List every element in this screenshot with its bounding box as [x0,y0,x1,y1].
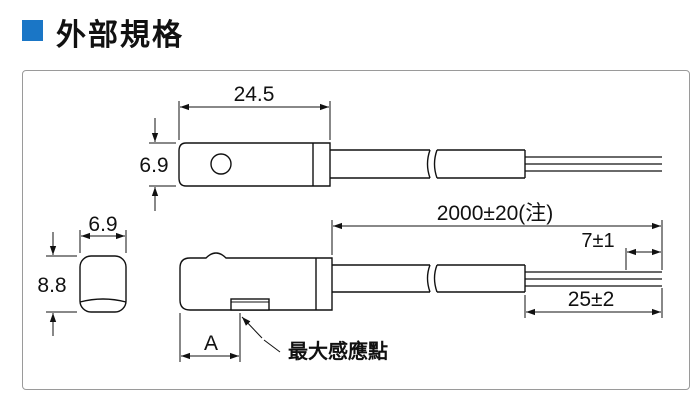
strip-length-label: 7±1 [581,230,614,252]
side-sensor-body [179,252,333,311]
top-wires [525,156,662,172]
end-body-bottom-line [79,298,127,303]
top-sensor-body [178,142,331,187]
side-view [179,220,663,362]
top-mount-hole [210,153,232,175]
top-length-label: 24.5 [234,83,275,106]
header-square-icon [22,20,43,41]
end-width-label: 6.9 [88,213,117,236]
drawing-frame [22,70,690,390]
cable-length-label: 2000±20(注) [437,202,554,225]
top-cable-right [437,149,526,179]
end-view [46,230,127,336]
section-title: 外部規格 [56,18,184,53]
side-cable-left [332,264,430,293]
side-wires [525,271,662,287]
end-sensor-body [79,255,127,313]
top-cable-left [330,149,430,179]
sheath-length-label: 25±2 [568,288,615,311]
end-height-label: 8.8 [37,274,66,297]
offset-label: A [204,332,218,355]
section-header: 外部規格 [0,0,700,60]
callout-leader [263,339,281,353]
top-cable-break [426,149,438,179]
top-view [149,101,662,211]
callout-leader-arrow [241,316,263,339]
side-sensing-element [230,298,270,311]
sensing-point-callout: 最大感應點 [288,339,388,363]
side-cable-right [437,264,526,293]
top-height-label: 6.9 [139,154,168,177]
side-cable-break [426,264,438,293]
